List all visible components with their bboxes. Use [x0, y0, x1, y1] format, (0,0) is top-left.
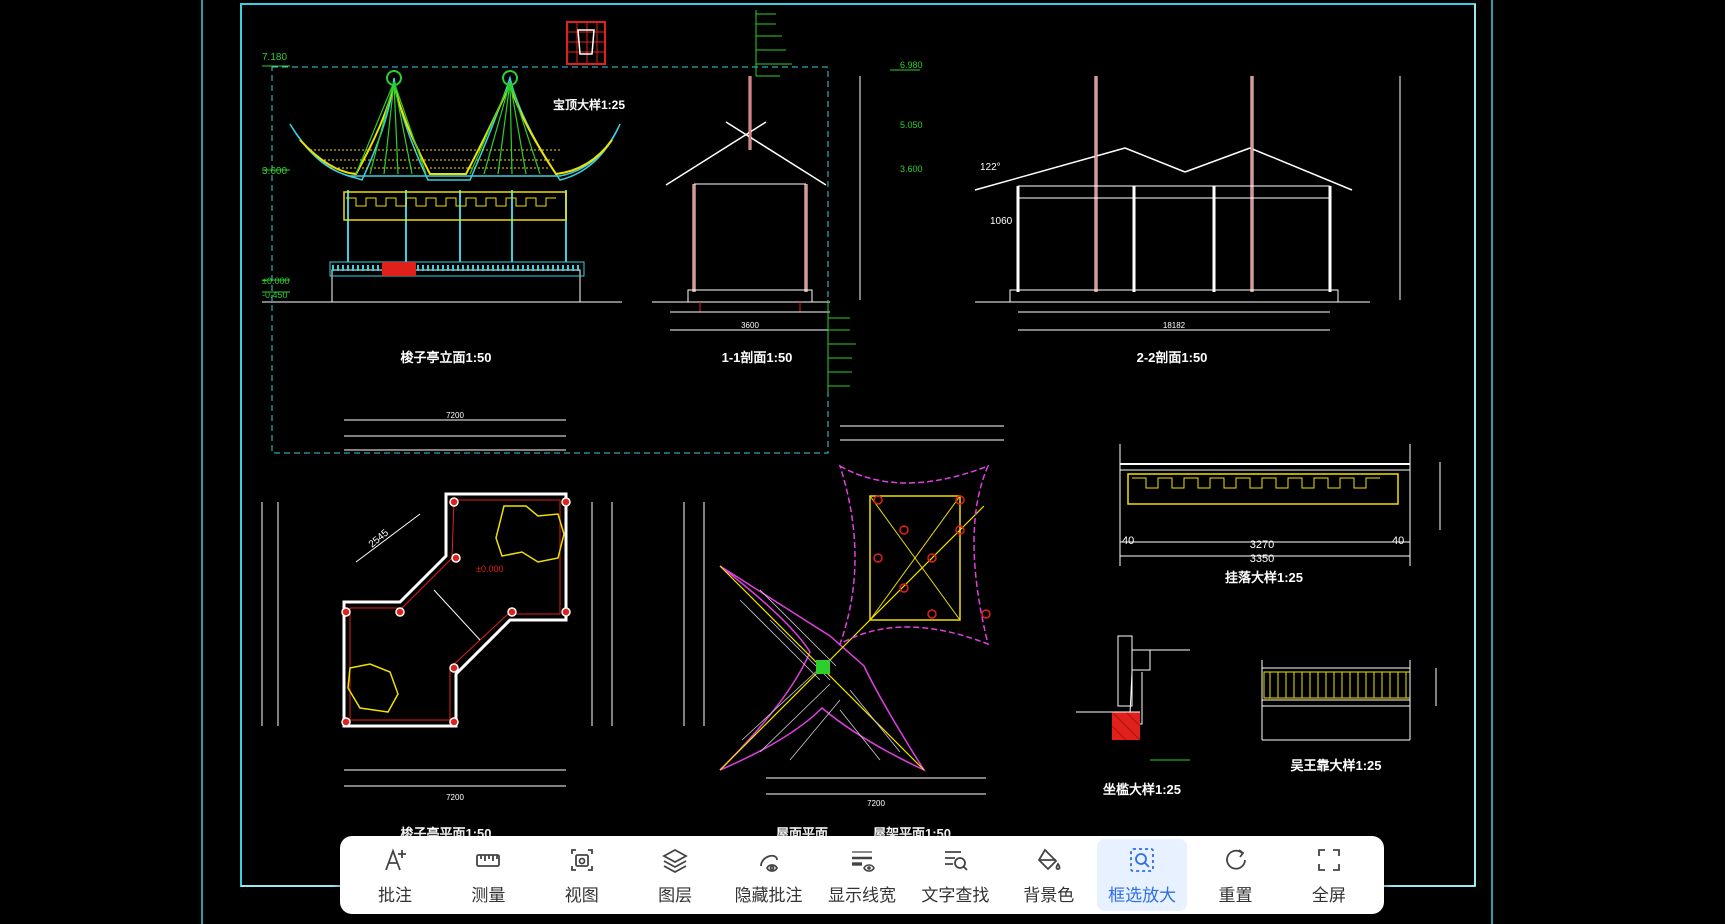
view-icon: [567, 845, 597, 875]
hide-annotation-label: 隐藏批注: [734, 885, 803, 906]
layers-icon: [660, 845, 690, 875]
seat-title: 坐槛大样1:25: [1103, 782, 1181, 797]
fullscreen-button[interactable]: 全屏: [1284, 839, 1374, 911]
bench-title: 吴王靠大样1:25: [1290, 758, 1381, 773]
box-zoom-button[interactable]: 框选放大: [1097, 839, 1188, 911]
fullscreen-label: 全屏: [1311, 885, 1346, 906]
lineweight-icon: [847, 845, 877, 875]
bench-detail: 吴王靠大样1:25: [1261, 660, 1437, 773]
hanging-width: 3270: [1250, 539, 1274, 551]
box-zoom-label: 框选放大: [1108, 885, 1177, 906]
floor-plan: 7200 2545 ±0.000 7200 梭子亭平面1:50: [261, 411, 613, 841]
sec-b-label: 3.600: [900, 164, 923, 174]
annotate-button[interactable]: 批注: [350, 839, 440, 911]
bottom-toolbar: 批注 测量 视图 图层 隐藏批注 显示线宽 文字查找: [340, 836, 1384, 914]
sec-top-label: 6.980: [900, 60, 923, 70]
measure-label: 测量: [471, 885, 506, 906]
seat-detail: 坐槛大样1:25: [1076, 635, 1190, 797]
section-1-1: 3600 6.980 5.050 3.600 1-1剖面1:50: [652, 10, 923, 392]
hanging-total: 3350: [1250, 553, 1274, 565]
hide-annotation-button[interactable]: 隐藏批注: [724, 839, 814, 911]
finial-detail: 宝顶大样1:25: [553, 21, 625, 112]
annotate-icon: [380, 845, 410, 875]
elevation-title: 梭子亭立面1:50: [400, 350, 491, 365]
angle-122: 122°: [980, 162, 1001, 173]
paint-bucket-icon: [1034, 845, 1064, 875]
elev-mid-label: 3.600: [262, 166, 287, 177]
finial-title: 宝顶大样1:25: [553, 97, 625, 112]
plan-width-top: 7200: [446, 411, 464, 420]
layers-label: 图层: [658, 885, 693, 906]
box-zoom-icon: [1127, 845, 1157, 875]
plan-width-bottom: 7200: [446, 793, 464, 802]
hanging-detail: 3270 3350 40 40 挂落大样1:25: [1119, 444, 1441, 585]
measure-button[interactable]: 测量: [443, 839, 533, 911]
hanging-40-left: 40: [1122, 535, 1134, 547]
elev-zero-label: ±0.000: [262, 276, 289, 286]
roof-plan: 7200 屋面平面 屋架平面1:50: [683, 425, 1004, 841]
section-2-2: 18182 1060 122° 2-2剖面1:50: [974, 76, 1401, 365]
background-color-button[interactable]: 背景色: [1004, 839, 1094, 911]
layers-button[interactable]: 图层: [630, 839, 720, 911]
reset-label: 重置: [1218, 885, 1253, 906]
text-search-label: 文字查找: [921, 885, 990, 906]
fullscreen-icon: [1314, 845, 1344, 875]
text-search-icon: [940, 845, 970, 875]
section11-width: 3600: [741, 321, 759, 330]
roof-width-label: 7200: [867, 799, 885, 808]
view-button[interactable]: 视图: [537, 839, 627, 911]
reset-icon: [1221, 845, 1251, 875]
annotate-label: 批注: [378, 885, 412, 906]
hanging-40-right: 40: [1392, 535, 1404, 547]
view-label: 视图: [564, 885, 599, 906]
elev-neg-label: -0.450: [262, 290, 288, 300]
hide-annotation-icon: [754, 845, 784, 875]
dim-1060: 1060: [990, 216, 1013, 227]
sec-a-label: 5.050: [900, 120, 923, 130]
text-search-button[interactable]: 文字查找: [910, 839, 1000, 911]
elevation-drawing: 7.180 3.600 ±0.000 -0.450 梭子亭立面1:50: [262, 52, 622, 365]
reset-button[interactable]: 重置: [1191, 839, 1281, 911]
plan-elev-label: ±0.000: [476, 564, 503, 574]
background-color-label: 背景色: [1023, 885, 1075, 906]
lineweight-button[interactable]: 显示线宽: [817, 839, 907, 911]
section11-title: 1-1剖面1:50: [722, 350, 793, 365]
hanging-title: 挂落大样1:25: [1225, 570, 1303, 585]
drawing-border: [240, 3, 1476, 887]
elev-top-label: 7.180: [262, 52, 287, 63]
section22-title: 2-2剖面1:50: [1137, 350, 1208, 365]
ruler-icon: [473, 845, 503, 875]
lineweight-label: 显示线宽: [827, 885, 896, 906]
section22-width: 18182: [1163, 321, 1186, 330]
